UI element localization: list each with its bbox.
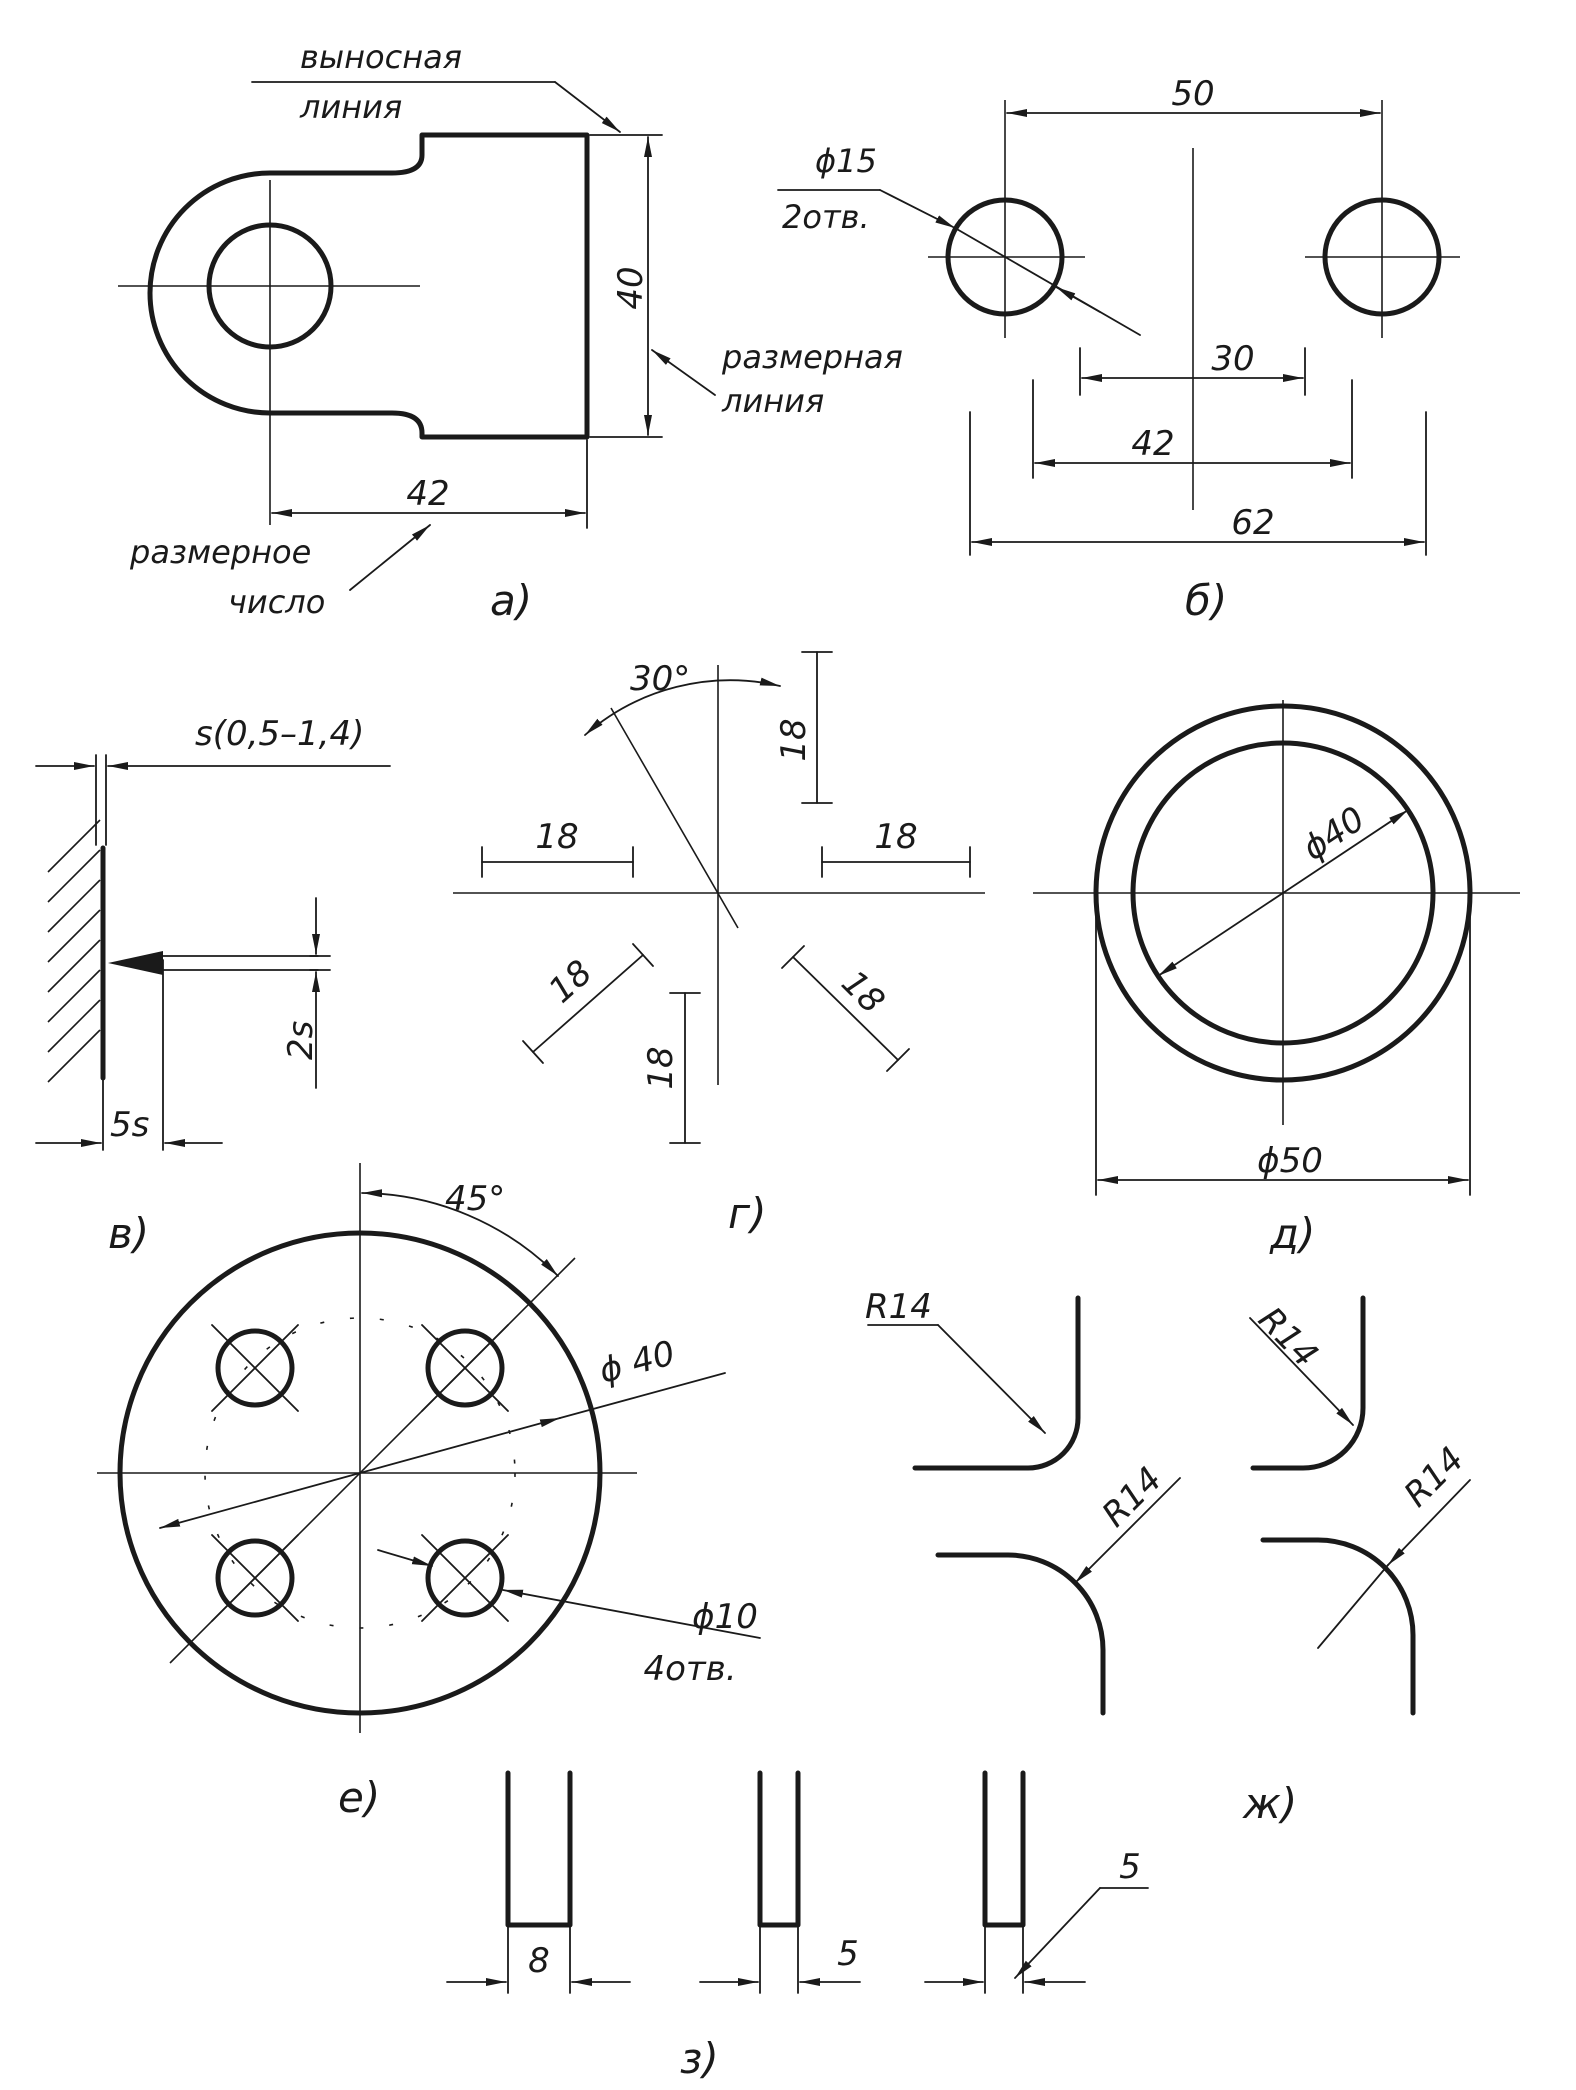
slot-narrow bbox=[982, 1770, 1026, 1928]
dim-bolt-circle-text: ϕ 40 bbox=[595, 1333, 679, 1391]
label-extension-line-2: линия bbox=[299, 88, 402, 126]
radius-3-leader bbox=[1074, 1477, 1181, 1584]
radius-2-text: R14 bbox=[1250, 1299, 1325, 1375]
dim-angle-45-text: 45° bbox=[445, 1179, 505, 1219]
figure-z: 8 5 5 з) bbox=[446, 1770, 1149, 2083]
hole-center-marks bbox=[211, 1324, 509, 1622]
radius-4-leader-outer bbox=[1387, 1479, 1471, 1566]
dim-thickness-text: s(0,5–1,4) bbox=[195, 714, 364, 754]
figure-e: 45° ϕ 40 ϕ10 4отв. е) bbox=[97, 1163, 761, 1822]
dim-18-left-diagonal bbox=[532, 954, 644, 1053]
leader-extension-arrow bbox=[554, 81, 621, 133]
dim-5-narrow-text: 5 bbox=[1119, 1847, 1141, 1887]
caption-a: а) bbox=[490, 576, 532, 625]
slot-wide bbox=[505, 1770, 573, 1928]
tick bbox=[886, 1048, 910, 1072]
dim-hole-count-text: 4отв. bbox=[643, 1649, 736, 1689]
tick bbox=[632, 943, 654, 967]
fillet-top-left bbox=[912, 1295, 1081, 1471]
dim-2s-text: 2s bbox=[281, 1021, 321, 1060]
radius-3-text: R14 bbox=[1094, 1459, 1170, 1535]
dim-42-text: 42 bbox=[406, 474, 449, 514]
caption-b: б) bbox=[1185, 576, 1227, 625]
dim-5-medium-text: 5 bbox=[837, 1934, 859, 1974]
angle-arc-45 bbox=[361, 1189, 559, 1277]
dim-5s-text: 5s bbox=[110, 1105, 149, 1145]
dim-62-text: 62 bbox=[1231, 503, 1274, 543]
dim-line-inner-diam bbox=[1157, 809, 1409, 977]
dim-8-text: 8 bbox=[528, 1941, 550, 1981]
caption-e: е) bbox=[338, 1773, 380, 1822]
bolt-hole-bottom-left bbox=[215, 1538, 295, 1618]
dim-18-right-diagonal-text: 18 bbox=[833, 963, 892, 1022]
hole-leader-arrow-1 bbox=[377, 1549, 433, 1567]
radius-1-leader bbox=[937, 1324, 1046, 1434]
dim-hole-count-text: 2отв. bbox=[782, 198, 870, 236]
radius-4-leader-inner bbox=[1317, 1564, 1389, 1649]
slot-medium bbox=[757, 1770, 801, 1928]
figure-d: ϕ40 ϕ50 д) bbox=[1033, 700, 1520, 1258]
label-dimension-line-2: линия bbox=[721, 382, 824, 420]
dim-angle-30-text: 30° bbox=[630, 659, 690, 699]
angle-arc-30 bbox=[584, 677, 781, 736]
diam-leader-through bbox=[954, 227, 1141, 336]
dim-40-text: 40 bbox=[611, 266, 651, 309]
figure-g: 30° 18 18 18 18 18 18 г) bbox=[453, 651, 985, 1238]
figure-a: 40 42 выносная линия размерная линия раз… bbox=[118, 38, 903, 625]
label-dimension-number-2: число bbox=[228, 583, 325, 621]
caption-zh: ж) bbox=[1242, 1779, 1297, 1828]
bolt-circle-leader-extension bbox=[559, 1372, 726, 1419]
dim-line-bolt-circle bbox=[159, 1417, 561, 1529]
dim-18-left-diagonal-text: 18 bbox=[541, 952, 600, 1011]
diam-leader-arrow-1 bbox=[879, 189, 956, 229]
radius-4-text: R14 bbox=[1396, 1439, 1472, 1515]
leader-dimension-line-arrow bbox=[651, 349, 716, 396]
dim-hole-diam-text: ϕ10 bbox=[692, 1597, 758, 1637]
caption-g: г) bbox=[728, 1189, 766, 1238]
dim-hole-diam-text: ϕ15 bbox=[815, 142, 877, 180]
caption-v: в) bbox=[108, 1209, 149, 1258]
tick bbox=[522, 1040, 544, 1064]
narrow-leader-arrow bbox=[1014, 1887, 1101, 1979]
slanted-axis-30 bbox=[610, 707, 739, 929]
dim-30-text: 30 bbox=[1211, 339, 1254, 379]
radius-2-leader bbox=[1249, 1317, 1354, 1426]
figure-v: s(0,5–1,4) 2s 5s в) bbox=[35, 714, 391, 1258]
radius-1-text: R14 bbox=[865, 1287, 932, 1327]
bracket-outline bbox=[147, 132, 590, 440]
figure-zh: R14 R14 R14 R14 ж) bbox=[865, 1287, 1472, 1828]
dim-18-top-vertical-text: 18 bbox=[774, 718, 814, 761]
dim-18-bottom-vertical-text: 18 bbox=[641, 1046, 681, 1089]
caption-z: з) bbox=[680, 2034, 719, 2083]
dim-18-left-horizontal-text: 18 bbox=[535, 817, 578, 857]
leader-dimension-number-arrow bbox=[349, 524, 431, 591]
hole-leader-arrow-2 bbox=[502, 1589, 761, 1639]
bolt-hole-bottom-right bbox=[425, 1538, 505, 1618]
figure-b: 50 ϕ15 2отв. 30 42 62 б) bbox=[777, 74, 1460, 625]
caption-d: д) bbox=[1269, 1209, 1315, 1258]
diam-leader-arrow-2 bbox=[1055, 286, 1101, 313]
dim-50-text: 50 bbox=[1171, 74, 1214, 114]
arrow-example bbox=[108, 951, 163, 975]
dim-18-right-horizontal-text: 18 bbox=[874, 817, 917, 857]
label-extension-line-1: выносная bbox=[300, 38, 462, 76]
dim-outer-text: ϕ50 bbox=[1257, 1141, 1323, 1181]
dim-18-right-diagonal bbox=[792, 956, 899, 1061]
label-dimension-number-1: размерное bbox=[129, 533, 311, 571]
tick bbox=[781, 945, 805, 969]
bolt-hole-top-left bbox=[215, 1328, 295, 1408]
fillet-bottom-right bbox=[1260, 1537, 1416, 1716]
dim-42-text: 42 bbox=[1131, 424, 1174, 464]
wall-hatching bbox=[47, 819, 101, 1083]
fillet-top-right bbox=[1250, 1295, 1366, 1471]
label-dimension-line-1: размерная bbox=[721, 338, 903, 376]
bolt-hole-top-right bbox=[425, 1328, 505, 1408]
